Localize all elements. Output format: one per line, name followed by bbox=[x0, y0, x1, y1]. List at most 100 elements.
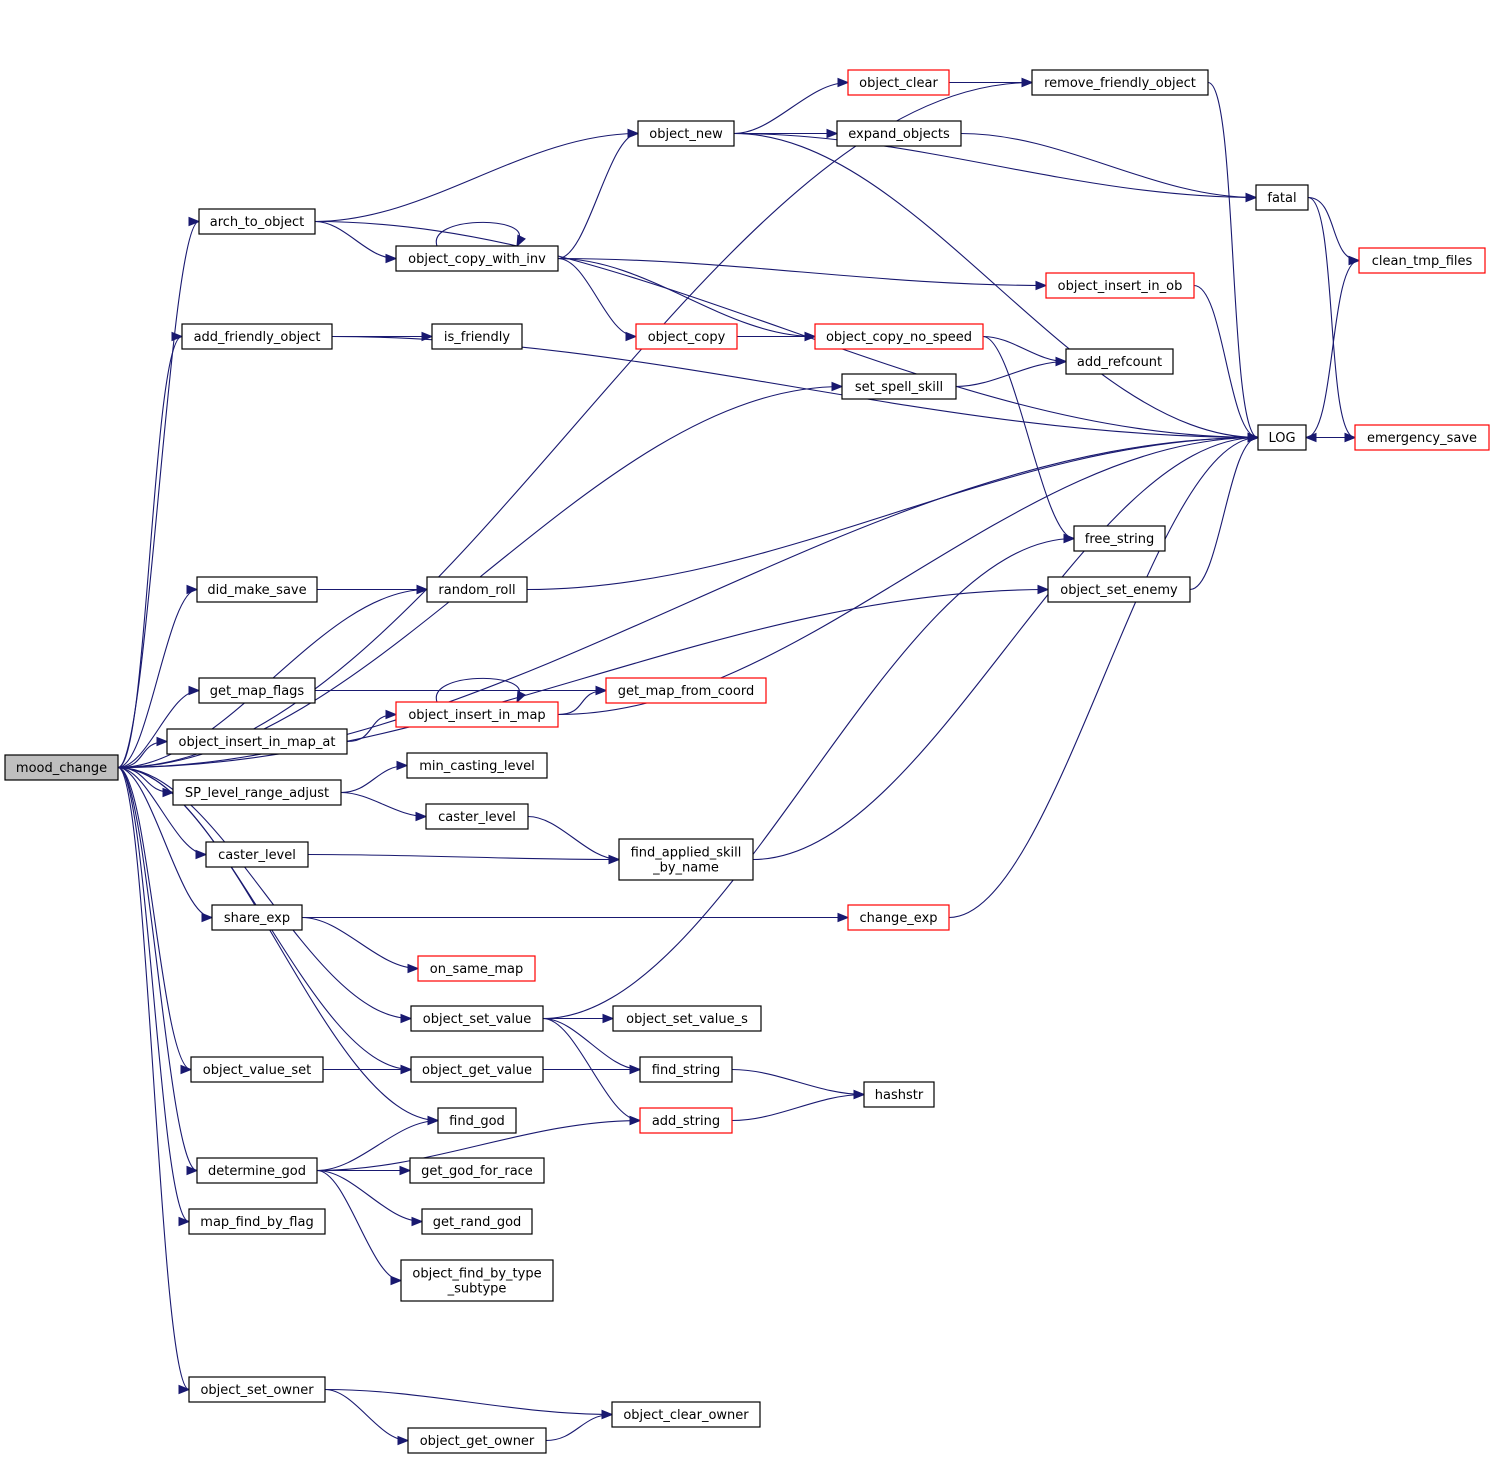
edge-object_copy_with_inv-to-object_new bbox=[557, 128, 640, 260]
node-fatal[interactable]: fatal bbox=[1255, 184, 1309, 211]
node-emergency_save[interactable]: emergency_save bbox=[1354, 424, 1490, 451]
node-label-caster_level_a: caster_level bbox=[218, 848, 296, 863]
node-label-find_god: find_god bbox=[449, 1114, 505, 1129]
node-map_find_by_flag[interactable]: map_find_by_flag bbox=[188, 1208, 326, 1235]
node-object_copy[interactable]: object_copy bbox=[635, 323, 738, 350]
node-caster_level_a[interactable]: caster_level bbox=[205, 841, 309, 868]
node-caster_level_b[interactable]: caster_level bbox=[425, 803, 529, 830]
edge-mood_change-to-map_find_by_flag bbox=[117, 766, 191, 1227]
edge-object_set_value-to-object_set_value_s bbox=[543, 1013, 615, 1024]
edge-object_insert_in_map_at-to-object_insert_in_map bbox=[346, 709, 398, 743]
edge-object_copy_no_speed-to-free_string bbox=[982, 335, 1076, 544]
edge-object_copy-to-object_copy_no_speed bbox=[737, 331, 817, 342]
node-get_god_for_race[interactable]: get_god_for_race bbox=[409, 1157, 545, 1184]
node-add_friendly_object[interactable]: add_friendly_object bbox=[181, 323, 333, 350]
node-set_spell_skill[interactable]: set_spell_skill bbox=[841, 373, 957, 400]
edge-object_copy_with_inv-to-object_copy bbox=[557, 257, 638, 342]
edge-object_insert_in_map-to-object_insert_in_map bbox=[435, 677, 526, 704]
edge-determine_god-to-object_find_by_type_subtype bbox=[316, 1169, 403, 1286]
node-object_set_owner[interactable]: object_set_owner bbox=[188, 1376, 326, 1403]
node-label-free_string: free_string bbox=[1085, 532, 1154, 547]
node-object_clear_owner[interactable]: object_clear_owner bbox=[611, 1401, 761, 1428]
node-clean_tmp_files[interactable]: clean_tmp_files bbox=[1358, 247, 1486, 274]
node-label-arch_to_object: arch_to_object bbox=[210, 215, 305, 230]
node-label-map_find_by_flag: map_find_by_flag bbox=[200, 1215, 313, 1230]
node-SP_level_range_adjust[interactable]: SP_level_range_adjust bbox=[172, 779, 342, 806]
node-object_set_value_s[interactable]: object_set_value_s bbox=[612, 1005, 762, 1032]
node-remove_friendly_object[interactable]: remove_friendly_object bbox=[1031, 69, 1209, 96]
node-add_refcount[interactable]: add_refcount bbox=[1065, 348, 1174, 375]
node-object_set_enemy[interactable]: object_set_enemy bbox=[1047, 576, 1191, 603]
edge-find_applied_skill_by_name-to-LOG bbox=[752, 432, 1260, 861]
node-label-did_make_save: did_make_save bbox=[207, 583, 306, 598]
node-hashstr[interactable]: hashstr bbox=[863, 1081, 935, 1108]
edge-random_roll-to-LOG bbox=[526, 432, 1260, 591]
node-label-find_string: find_string bbox=[652, 1063, 721, 1078]
node-object_clear[interactable]: object_clear bbox=[847, 69, 950, 96]
node-label-random_roll: random_roll bbox=[438, 583, 515, 598]
edge-mood_change-to-object_set_enemy bbox=[117, 584, 1050, 769]
node-label-add_refcount: add_refcount bbox=[1077, 355, 1162, 370]
edge-mood_change-to-object_value_set bbox=[117, 766, 193, 1075]
node-mood_change[interactable]: mood_change bbox=[4, 754, 119, 781]
edge-object_set_owner-to-object_get_owner bbox=[324, 1388, 410, 1446]
node-label-object_find_by_type_subtype-1: _subtype bbox=[447, 1282, 507, 1297]
edge-determine_god-to-find_god bbox=[316, 1115, 440, 1172]
node-object_get_value[interactable]: object_get_value bbox=[410, 1056, 544, 1083]
node-label-object_insert_in_ob: object_insert_in_ob bbox=[1058, 279, 1183, 294]
node-object_insert_in_ob[interactable]: object_insert_in_ob bbox=[1045, 272, 1195, 299]
node-share_exp[interactable]: share_exp bbox=[211, 904, 303, 931]
node-did_make_save[interactable]: did_make_save bbox=[196, 576, 318, 603]
edge-share_exp-to-change_exp bbox=[302, 912, 850, 923]
node-find_god[interactable]: find_god bbox=[437, 1107, 517, 1134]
node-label-LOG: LOG bbox=[1268, 431, 1295, 446]
node-label-object_copy: object_copy bbox=[648, 330, 726, 345]
edge-object_set_owner-to-object_clear_owner bbox=[324, 1388, 614, 1420]
edge-remove_friendly_object-to-LOG bbox=[1207, 81, 1260, 443]
edge-did_make_save-to-random_roll bbox=[317, 584, 429, 595]
node-label-min_casting_level: min_casting_level bbox=[419, 759, 535, 774]
node-label-get_god_for_race: get_god_for_race bbox=[421, 1164, 533, 1179]
edge-mood_change-to-share_exp bbox=[117, 766, 214, 923]
node-object_insert_in_map[interactable]: object_insert_in_map bbox=[395, 701, 559, 728]
node-label-object_copy_with_inv: object_copy_with_inv bbox=[408, 252, 546, 267]
node-label-object_new: object_new bbox=[649, 127, 723, 142]
node-find_string[interactable]: find_string bbox=[639, 1056, 733, 1083]
node-label-find_applied_skill_by_name-0: find_applied_skill bbox=[631, 846, 742, 861]
node-object_copy_with_inv[interactable]: object_copy_with_inv bbox=[395, 245, 559, 272]
node-object_set_value[interactable]: object_set_value bbox=[410, 1005, 544, 1032]
node-label-get_map_from_coord: get_map_from_coord bbox=[618, 684, 754, 699]
edge-mood_change-to-get_map_flags bbox=[117, 685, 201, 769]
node-change_exp[interactable]: change_exp bbox=[847, 904, 950, 931]
node-object_copy_no_speed[interactable]: object_copy_no_speed bbox=[814, 323, 984, 350]
node-get_map_flags[interactable]: get_map_flags bbox=[198, 677, 316, 704]
node-label-share_exp: share_exp bbox=[224, 911, 290, 926]
node-label-on_same_map: on_same_map bbox=[430, 962, 523, 977]
edge-object_copy_with_inv-to-object_copy_with_inv bbox=[435, 221, 526, 248]
node-object_value_set[interactable]: object_value_set bbox=[190, 1056, 324, 1083]
node-object_new[interactable]: object_new bbox=[637, 120, 735, 147]
node-object_find_by_type_subtype[interactable]: object_find_by_type_subtype bbox=[400, 1259, 554, 1302]
node-min_casting_level[interactable]: min_casting_level bbox=[406, 752, 548, 779]
edge-emergency_save-to-LOG bbox=[1304, 432, 1355, 443]
node-determine_god[interactable]: determine_god bbox=[196, 1157, 318, 1184]
node-object_insert_in_map_at[interactable]: object_insert_in_map_at bbox=[166, 728, 348, 755]
edge-mood_change-to-object_set_value bbox=[117, 766, 413, 1024]
edge-object_value_set-to-object_get_value bbox=[322, 1064, 413, 1075]
node-free_string[interactable]: free_string bbox=[1073, 525, 1166, 552]
node-LOG[interactable]: LOG bbox=[1257, 424, 1307, 451]
node-random_roll[interactable]: random_roll bbox=[426, 576, 528, 603]
edge-share_exp-to-on_same_map bbox=[301, 916, 420, 974]
node-get_rand_god[interactable]: get_rand_god bbox=[421, 1208, 533, 1235]
node-on_same_map[interactable]: on_same_map bbox=[417, 955, 536, 982]
node-get_map_from_coord[interactable]: get_map_from_coord bbox=[605, 677, 767, 704]
node-add_string[interactable]: add_string bbox=[639, 1107, 733, 1134]
node-object_get_owner[interactable]: object_get_owner bbox=[407, 1427, 547, 1454]
edge-mood_change-to-caster_level_a bbox=[117, 766, 208, 860]
node-label-set_spell_skill: set_spell_skill bbox=[855, 380, 943, 395]
edge-determine_god-to-add_string bbox=[316, 1115, 642, 1172]
node-arch_to_object[interactable]: arch_to_object bbox=[198, 208, 316, 235]
node-expand_objects[interactable]: expand_objects bbox=[836, 120, 962, 147]
node-find_applied_skill_by_name[interactable]: find_applied_skill_by_name bbox=[618, 838, 754, 881]
node-is_friendly[interactable]: is_friendly bbox=[431, 323, 523, 350]
